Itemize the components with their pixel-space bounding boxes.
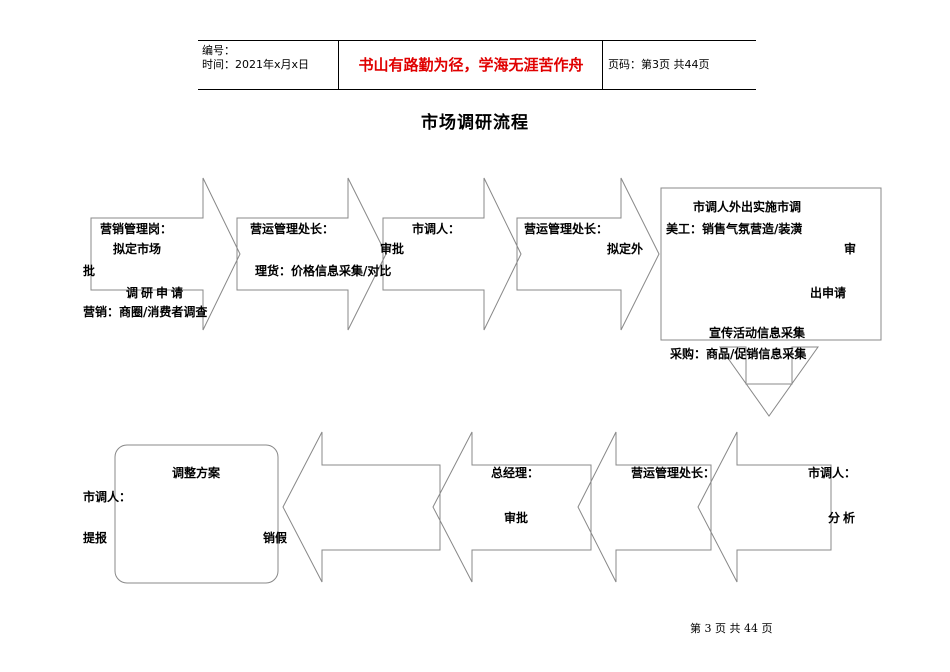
step4-text: 拟定外 (607, 242, 644, 256)
header-divider (338, 41, 339, 89)
step5-text: 宣传活动信息采集 (709, 326, 806, 340)
step1-text: 批 (83, 264, 96, 278)
step9-role: 市调人： (808, 466, 857, 480)
step1-text: 调研申请 (126, 286, 187, 300)
motto: 书山有路勤为径，学海无涯苦作舟 (358, 56, 584, 74)
step1-text: 拟定市场 (113, 242, 162, 256)
flow-box (660, 187, 882, 341)
flow-arrow-right (382, 177, 522, 331)
step5-text: 采购：商品/促销信息采集 (670, 347, 807, 361)
flow-arrow-left (432, 431, 592, 583)
step6-title: 调整方案 (172, 466, 221, 480)
step8-role: 营运管理处长： (631, 466, 716, 480)
flow-arrow-left (282, 431, 441, 583)
header-divider (602, 41, 603, 89)
step1-role: 营销管理岗： (100, 222, 173, 236)
flow-box (114, 444, 279, 584)
step6-text: 提报 (83, 531, 108, 545)
step6-role: 市调人： (83, 490, 132, 504)
flow-arrow-right (516, 177, 660, 331)
step5-text: 美工：销售气氛营造/装潢 (666, 222, 803, 236)
page-title: 市场调研流程 (421, 113, 529, 133)
flow-arrow-left (697, 431, 832, 583)
document-header: 编号： 时间：2021年x月x日 书山有路勤为径，学海无涯苦作舟 页码：第3页 … (198, 40, 756, 90)
flow-arrow-right (90, 177, 241, 331)
flow-arrow-down (719, 346, 819, 417)
step2-text: 审批 (380, 242, 405, 256)
number-label: 编号： (202, 44, 235, 57)
time-label: 时间：2021年x月x日 (202, 58, 310, 71)
step9-text: 分析 (828, 511, 859, 525)
step1-text: 营销：商圈/消费者调查 (83, 305, 208, 319)
step4-role: 营运管理处长： (524, 222, 609, 236)
step3-role: 市调人： (412, 222, 461, 236)
step5-text: 出申请 (810, 286, 847, 300)
flow-arrow-left (577, 431, 712, 583)
step2-role: 营运管理处长： (250, 222, 335, 236)
step5-title: 市调人外出实施市调 (693, 200, 802, 214)
step7-text: 审批 (504, 511, 529, 525)
step6-text: 销假 (263, 531, 288, 545)
step2-text: 理货：价格信息采集/对比 (255, 264, 392, 278)
flow-arrow-right (236, 177, 387, 331)
step7-role: 总经理： (491, 466, 540, 480)
step5-text: 审 (844, 242, 857, 256)
page-code: 页码：第3页 共44页 (608, 58, 710, 71)
header-meta: 编号： 时间：2021年x月x日 (202, 41, 336, 92)
page-footer: 第 3 页 共 44 页 (690, 622, 773, 635)
